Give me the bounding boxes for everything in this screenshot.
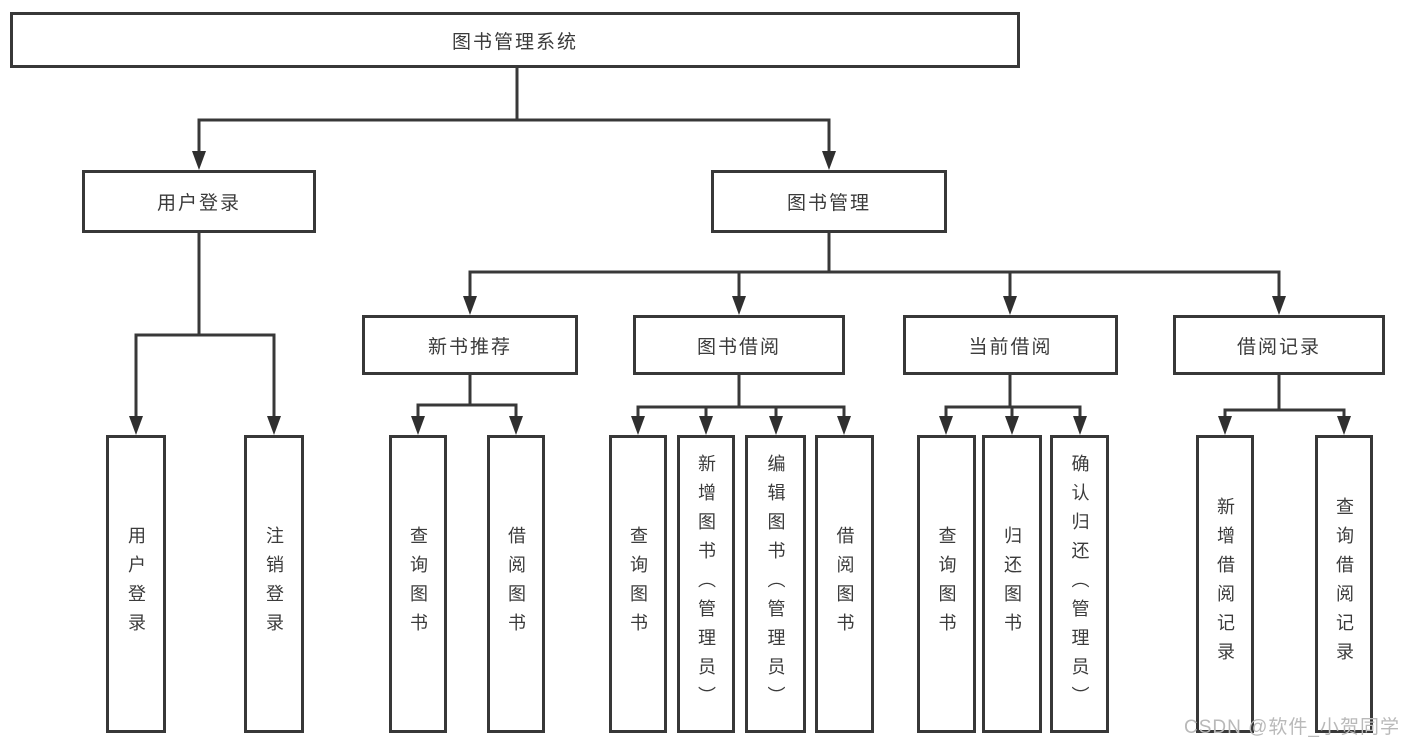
leaf-edit-books-admin: 编辑图书（管理员） bbox=[745, 435, 806, 733]
watermark: CSDN @软件_小贺同学 bbox=[1184, 717, 1400, 738]
leaf-user-login-label: 用户登录 bbox=[126, 526, 146, 642]
leaf-borrow-books: 借阅图书 bbox=[815, 435, 874, 733]
node-book-borrow-label: 图书借阅 bbox=[696, 336, 781, 358]
node-book-management-label: 图书管理 bbox=[786, 193, 871, 214]
leaf-query-books-recommend: 查询图书 bbox=[389, 435, 447, 733]
leaf-query-books-borrow: 查询图书 bbox=[609, 435, 667, 733]
leaf-borrow-books-recommend-label: 借阅图书 bbox=[506, 526, 526, 642]
node-new-book-recommend-label: 新书推荐 bbox=[427, 336, 512, 358]
leaf-add-books-admin: 新增图书（管理员） bbox=[677, 435, 735, 733]
leaf-borrow-books-label: 借阅图书 bbox=[834, 526, 855, 642]
leaf-query-borrow-record: 查询借阅记录 bbox=[1315, 435, 1373, 733]
leaf-add-books-admin-label: 新增图书（管理员） bbox=[696, 453, 716, 715]
node-user-login-label: 用户登录 bbox=[156, 193, 241, 214]
node-library-system: 图书管理系统 bbox=[10, 12, 1020, 68]
leaf-add-borrow-record-label: 新增借阅记录 bbox=[1215, 497, 1235, 671]
leaf-confirm-return-admin-label: 确认归还（管理员） bbox=[1069, 453, 1090, 715]
leaf-logout-login: 注销登录 bbox=[244, 435, 304, 733]
leaf-query-books-borrow-label: 查询图书 bbox=[628, 526, 648, 642]
leaf-user-login: 用户登录 bbox=[106, 435, 166, 733]
leaf-edit-books-admin-label: 编辑图书（管理员） bbox=[765, 453, 786, 715]
leaf-query-books-recommend-label: 查询图书 bbox=[408, 526, 428, 642]
node-user-login: 用户登录 bbox=[82, 170, 316, 233]
node-library-system-label: 图书管理系统 bbox=[451, 31, 578, 53]
node-book-management: 图书管理 bbox=[711, 170, 947, 233]
leaf-logout-login-label: 注销登录 bbox=[264, 526, 284, 642]
node-new-book-recommend: 新书推荐 bbox=[362, 315, 578, 375]
leaf-return-books-label: 归还图书 bbox=[1002, 526, 1022, 642]
node-borrow-records: 借阅记录 bbox=[1173, 315, 1385, 375]
node-borrow-records-label: 借阅记录 bbox=[1236, 336, 1321, 358]
leaf-add-borrow-record: 新增借阅记录 bbox=[1196, 435, 1254, 733]
node-current-borrow: 当前借阅 bbox=[903, 315, 1118, 375]
leaf-query-books-current: 查询图书 bbox=[917, 435, 976, 733]
leaf-confirm-return-admin: 确认归还（管理员） bbox=[1050, 435, 1109, 733]
leaf-borrow-books-recommend: 借阅图书 bbox=[487, 435, 545, 733]
leaf-query-borrow-record-label: 查询借阅记录 bbox=[1334, 497, 1354, 671]
leaf-return-books: 归还图书 bbox=[982, 435, 1042, 733]
node-current-borrow-label: 当前借阅 bbox=[968, 336, 1053, 358]
leaf-query-books-current-label: 查询图书 bbox=[936, 526, 957, 642]
node-book-borrow: 图书借阅 bbox=[633, 315, 845, 375]
